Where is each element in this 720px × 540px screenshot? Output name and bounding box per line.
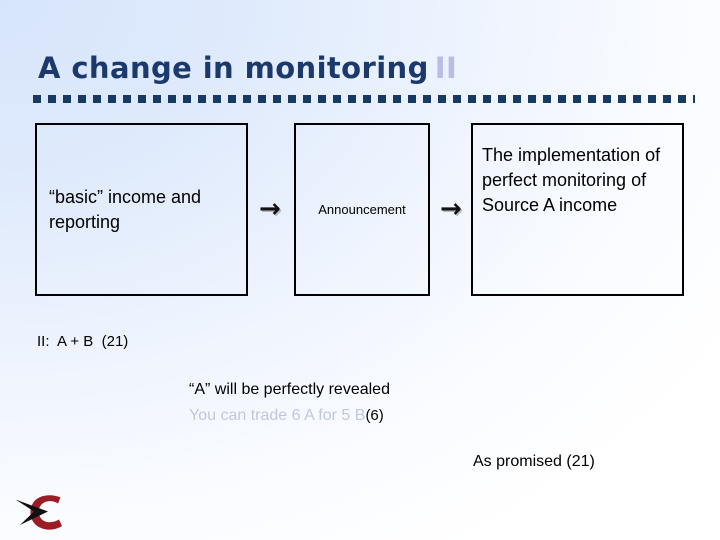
note-line-ii: II: A + B (21) <box>37 333 129 350</box>
note-line-trade: You can trade 6 A for 5 B(6) <box>189 407 384 425</box>
note-line-revealed: “A” will be perfectly revealed <box>189 381 390 398</box>
note-line-promised: As promised (21) <box>473 453 595 470</box>
right-arrow-icon: → <box>259 194 281 224</box>
page-title-marker: II <box>434 51 458 85</box>
right-arrow-icon: → <box>440 194 462 224</box>
title-divider <box>33 95 695 103</box>
flow-box-announcement-label: Announcement <box>318 202 406 217</box>
page-title-text: A change in monitoring <box>38 51 429 85</box>
organization-logo <box>14 491 76 533</box>
flow-box-implementation: The implementation of perfect monitoring… <box>471 123 684 296</box>
flow-box-announcement: Announcement <box>294 123 430 296</box>
flow-box-basic-income-label: “basic” income and reporting <box>49 186 202 232</box>
logo-arrow-shape <box>15 499 48 525</box>
flow-box-implementation-label: The implementation of perfect monitoring… <box>482 145 661 215</box>
note-line-trade-emphasis: (6) <box>365 407 384 424</box>
logo-c-shape <box>30 495 62 530</box>
logo-c-with-arrow-icon <box>15 495 62 530</box>
note-line-trade-faded: You can trade 6 A for 5 B <box>189 407 366 424</box>
flow-box-basic-income: “basic” income and reporting <box>35 123 248 296</box>
